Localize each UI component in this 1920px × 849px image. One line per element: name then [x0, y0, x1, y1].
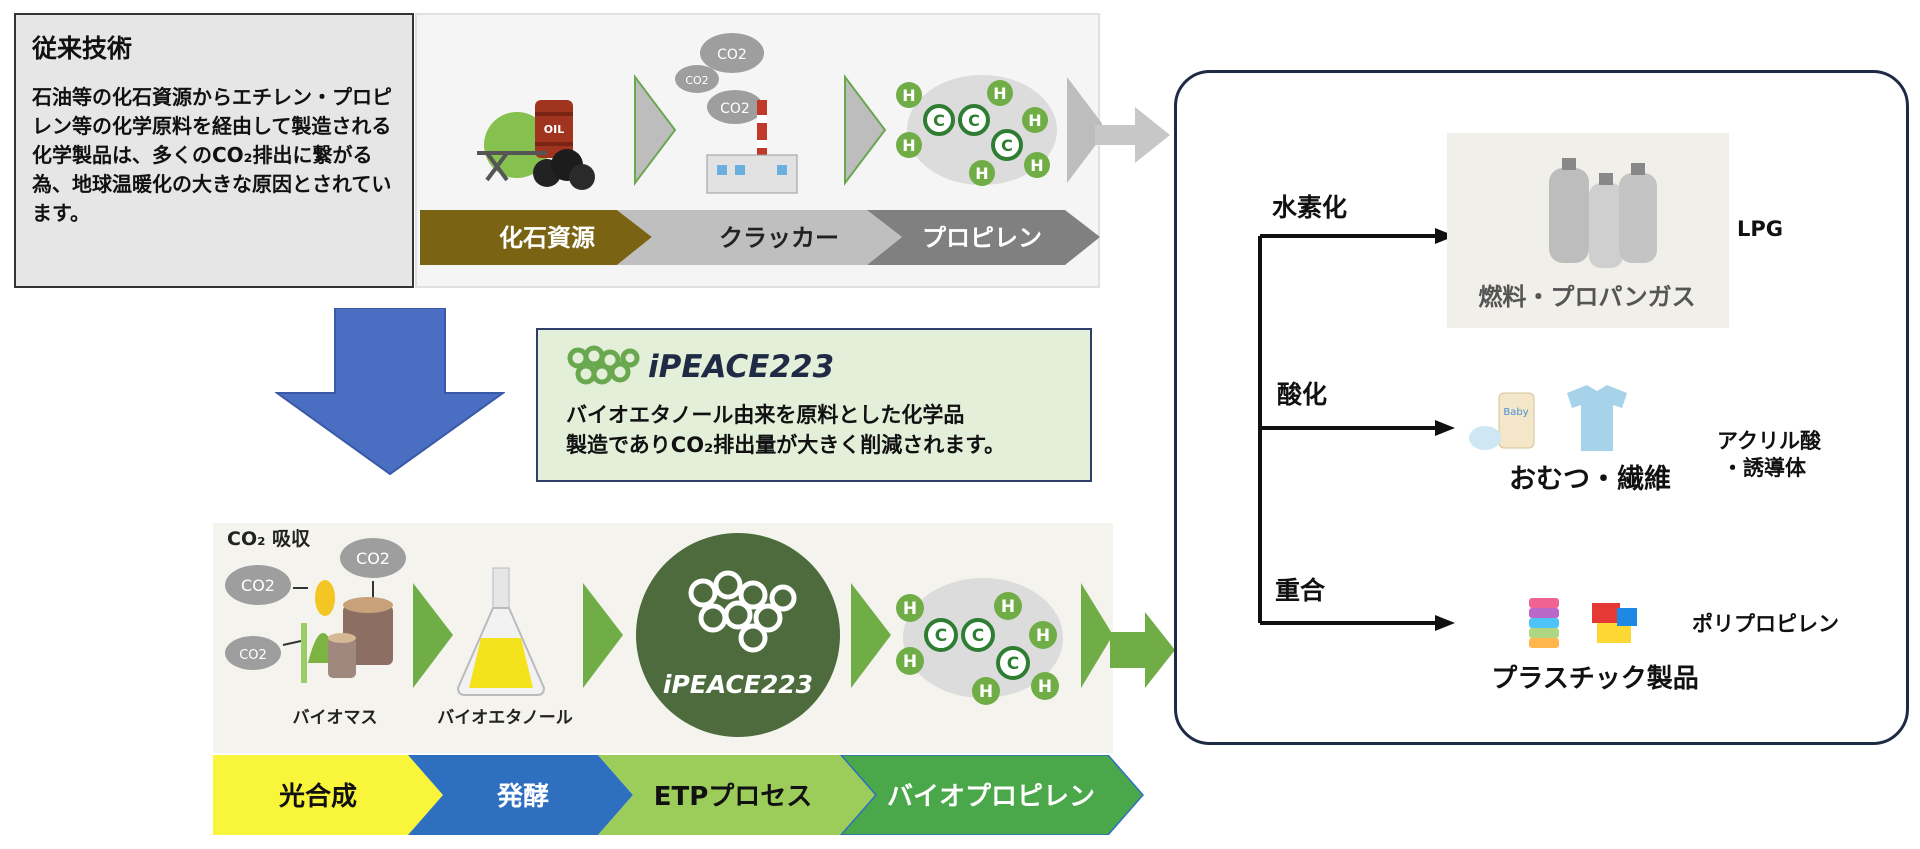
bio-chevron-4 — [1081, 583, 1113, 688]
svg-text:H: H — [902, 86, 915, 105]
bio-chevron-1 — [413, 583, 453, 688]
reaction-oxidation: 酸化 — [1277, 380, 1327, 409]
svg-text:H: H — [1036, 626, 1050, 646]
svg-text:H: H — [975, 164, 988, 183]
product-plastic-label: プラスチック製品 — [1491, 664, 1698, 694]
bio-flow-panel: CO₂ 吸収 CO2 CO2 CO2 バイオマス バイ — [213, 523, 1113, 753]
arrow-polymerization — [1435, 615, 1455, 631]
svg-text:H: H — [902, 136, 915, 155]
gas-cylinder-icon — [1549, 158, 1657, 268]
step-biopropylene-label: バイオプロピレン — [887, 782, 1095, 812]
co2-absorb-label: CO₂ 吸収 — [227, 528, 311, 550]
baby-package-text: Baby — [1503, 407, 1528, 418]
step-fermentation-shape — [408, 755, 633, 835]
bio-to-products-arrow — [1110, 612, 1175, 688]
reaction-hydrogenation: 水素化 — [1272, 193, 1347, 222]
propylene-molecule-bio: H C C C H H H H H — [896, 578, 1063, 705]
arrow-hydrogenation — [1435, 228, 1455, 244]
blue-down-arrow — [275, 308, 505, 476]
conventional-flow-panel: OIL CO2 CO2 CO2 — [415, 13, 1107, 288]
co2-label-2: CO2 — [685, 74, 708, 87]
conv-to-products-arrow — [1095, 107, 1170, 163]
polypropylene-name: ポリプロピレン — [1692, 612, 1839, 636]
acrylic-name-line2: ・誘導体 — [1722, 456, 1807, 480]
svg-text:C: C — [1001, 136, 1013, 155]
cracker-factory-icon: CO2 CO2 CO2 — [675, 33, 798, 194]
bio-flow-graphic: CO₂ 吸収 CO2 CO2 CO2 バイオマス バイ — [225, 528, 1113, 737]
step-propylene-label: プロピレン — [922, 224, 1042, 252]
step-fossil-label: 化石資源 — [499, 224, 595, 252]
conventional-title: 従来技術 — [32, 34, 133, 63]
step-photosynthesis-shape — [213, 755, 443, 835]
ipeace-desc-line1: バイオエタノール由来を原料とした化学品 — [566, 403, 965, 427]
svg-text:H: H — [1030, 156, 1043, 175]
svg-text:H: H — [979, 682, 993, 702]
reaction-polymerization: 重合 — [1275, 576, 1326, 605]
arrow-oxidation — [1435, 420, 1455, 436]
bio-co2-label-1: CO2 — [241, 576, 275, 595]
svg-text:C: C — [1007, 654, 1019, 674]
bioethanol-label: バイオエタノール — [437, 708, 573, 728]
ipeace-catalyst-icon: iPEACE223 — [636, 533, 840, 737]
svg-text:H: H — [993, 84, 1006, 103]
svg-text:H: H — [903, 599, 917, 619]
step-etp-label: ETPプロセス — [654, 782, 813, 812]
step-fermentation-label: 発酵 — [496, 782, 549, 812]
step-photosynthesis-label: 光合成 — [278, 781, 357, 812]
fossil-resource-icon: OIL — [477, 100, 595, 190]
bio-co2-label-3: CO2 — [239, 648, 267, 663]
biomass-label: バイオマス — [293, 708, 378, 728]
propylene-molecule-conv: H C C C H H H H H — [896, 75, 1057, 186]
acrylic-name-line1: アクリル酸 — [1717, 429, 1822, 453]
products-box: 水素化 酸化 重合 燃料・プロパンガス LPG Baby おむつ・繊維 アクリル… — [1174, 70, 1909, 745]
bio-co2-label-2: CO2 — [356, 549, 390, 568]
svg-text:H: H — [1038, 677, 1052, 697]
ipeace-logo-icon — [567, 345, 640, 385]
ipeace-logo-text: iPEACE223 — [648, 349, 835, 385]
oil-label: OIL — [544, 123, 564, 136]
catalyst-label: iPEACE223 — [663, 670, 813, 699]
conventional-description: 石油等の化石資源からエチレン・プロピレン等の化学原料を経由して製造される化学製品… — [32, 85, 392, 225]
ipeace-info-box: iPEACE223 バイオエタノール由来を原料とした化学品 製造でありCO₂排出… — [536, 328, 1092, 482]
conv-chevron-3 — [1067, 77, 1107, 183]
svg-text:H: H — [1028, 111, 1041, 130]
step-fossil-shape — [420, 210, 652, 265]
step-cracker-shape — [617, 210, 902, 265]
products-graphic: 水素化 酸化 重合 燃料・プロパンガス LPG Baby おむつ・繊維 アクリル… — [1258, 133, 1839, 694]
product-lpg-label: 燃料・プロパンガス — [1478, 283, 1695, 311]
ipeace-desc-line2: 製造でありCO₂排出量が大きく削減されます。 — [566, 433, 1006, 457]
bio-chevron-3 — [851, 583, 891, 688]
step-cracker-label: クラッカー — [719, 224, 839, 252]
plastic-products-icon — [1529, 598, 1637, 648]
conv-chevron-1 — [634, 74, 677, 186]
svg-text:C: C — [968, 111, 980, 130]
ipeace-description: バイオエタノール由来を原料とした化学品 製造でありCO₂排出量が大きく削減されま… — [566, 400, 1062, 460]
step-biopropylene-shape — [840, 755, 1144, 835]
lpg-name: LPG — [1737, 217, 1783, 241]
svg-text:C: C — [933, 111, 945, 130]
bio-chevron-2 — [583, 583, 623, 688]
step-etp-shape — [598, 755, 876, 835]
step-propylene-shape — [867, 210, 1100, 265]
conv-chevron-2 — [844, 74, 887, 186]
conventional-flow-graphic: OIL CO2 CO2 CO2 — [420, 33, 1107, 265]
bioethanol-flask-icon — [456, 567, 546, 696]
biomass-icon: CO2 CO2 CO2 — [225, 538, 406, 683]
svg-text:C: C — [935, 626, 947, 646]
svg-text:H: H — [903, 652, 917, 672]
co2-label-1: CO2 — [717, 47, 747, 63]
product-diaper-label: おむつ・繊維 — [1509, 463, 1671, 495]
co2-label-3: CO2 — [720, 101, 750, 117]
svg-text:H: H — [1001, 597, 1015, 617]
conventional-tech-box: 従来技術 石油等の化石資源からエチレン・プロピレン等の化学原料を経由して製造され… — [14, 13, 414, 288]
diaper-fiber-icon: Baby — [1469, 385, 1627, 451]
bio-step-ribbon: 光合成 発酵 ETPプロセス バイオプロピレン — [213, 755, 1144, 835]
svg-text:C: C — [972, 626, 984, 646]
